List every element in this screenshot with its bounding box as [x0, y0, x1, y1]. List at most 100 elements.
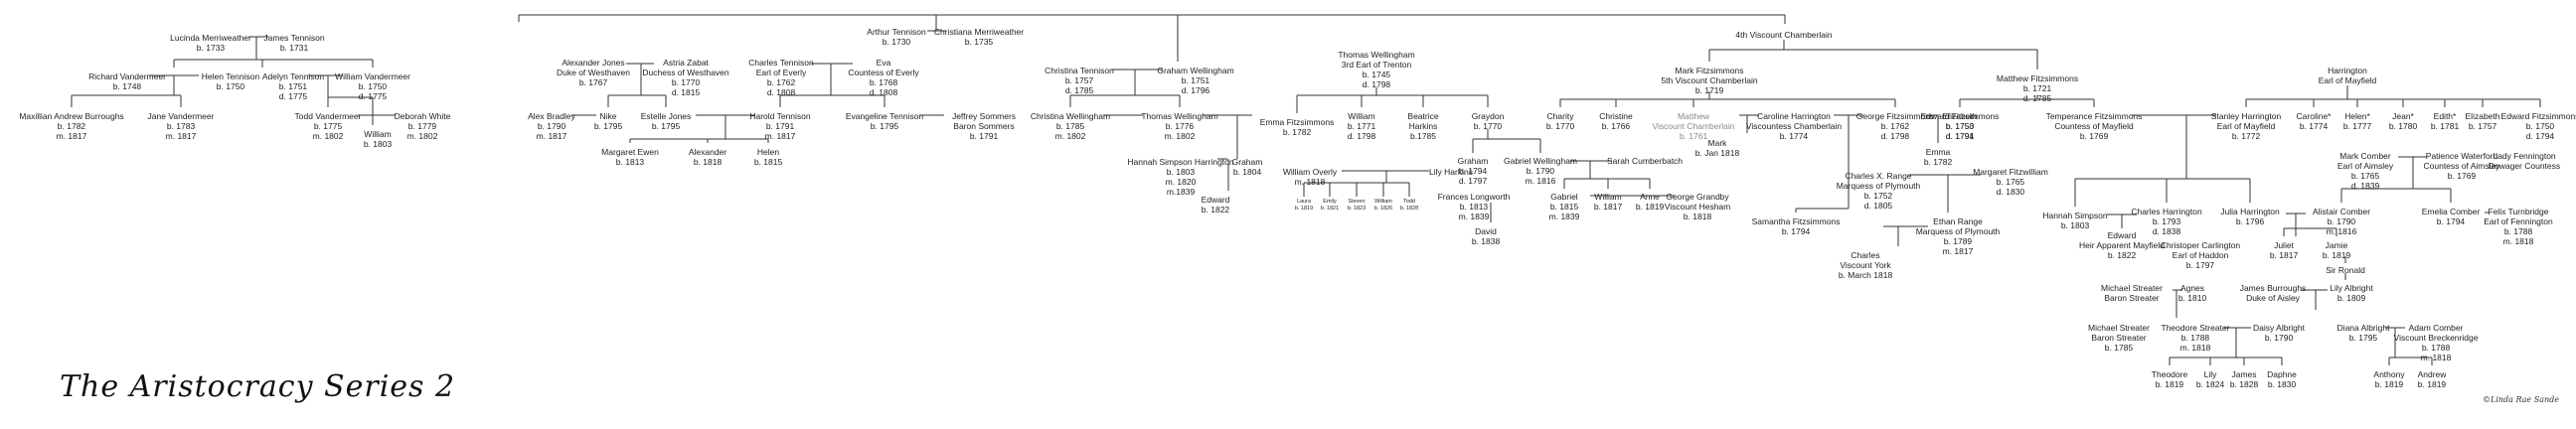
person-detail: b. 1804: [1232, 167, 1262, 177]
person-detail: m. 1802: [312, 131, 344, 141]
person-detail: b. 1791: [969, 131, 999, 141]
person-name: Felix Turnbridge: [2488, 207, 2549, 216]
person-name: Charles: [1851, 250, 1880, 260]
person-name: Harrington: [2328, 66, 2367, 75]
person-detail: b. 1828: [1399, 205, 1419, 212]
person-detail: b. 1774: [1779, 131, 1809, 141]
person-detail: b. 1817: [2269, 250, 2299, 260]
person-name: Todd Vandermeer: [294, 111, 362, 121]
person-detail: b. March 1818: [1838, 270, 1893, 280]
person-detail: b. 1762: [1880, 121, 1910, 131]
person-name: William Vandermeer: [335, 72, 410, 81]
person-detail: b. 1779: [407, 121, 437, 131]
person-name: Thomas Wellingham: [1141, 111, 1218, 121]
person-detail: m. 1817: [1942, 246, 1974, 256]
person-name: Mark: [1707, 138, 1727, 148]
person-detail: b. 1824: [2195, 379, 2225, 389]
person-name: Adelyn Tennison: [261, 72, 325, 81]
person-name: William: [1348, 111, 1375, 121]
person-detail: b.1785: [1410, 131, 1436, 141]
person-helen-star: Helen*b. 1777: [2343, 111, 2371, 131]
person-name: Adam Comber: [2408, 323, 2464, 333]
person-name: Edward Fitzsimmons: [1920, 111, 2000, 121]
person-detail: b. 1785: [1055, 121, 1085, 131]
person-name: Elizabeth: [1942, 111, 1978, 121]
person-name: Temperance Fitzsimmons: [2045, 111, 2143, 121]
person-name: Astria Zabat: [663, 58, 709, 68]
person-name: Charity: [1546, 111, 1574, 121]
person-detail: Duke of Westhaven: [556, 68, 631, 77]
person-detail: b. 1794: [2436, 216, 2466, 226]
person-detail: Viscount York: [1840, 260, 1891, 270]
person-detail: b. 1776: [1165, 121, 1195, 131]
person-sir-ronald: Sir Ronald: [2326, 265, 2365, 275]
person-detail: d. 1797: [1458, 176, 1488, 186]
person-detail: d. 1796: [1181, 85, 1210, 95]
person-detail: m. 1839: [1548, 212, 1580, 221]
person-detail: d. 1798: [1347, 131, 1376, 141]
person-name: David: [1475, 226, 1497, 236]
person-detail: Duke of Aisley: [2246, 293, 2300, 303]
person-detail: Earl of Aimsley: [2336, 161, 2394, 171]
person-detail: b. 1762: [766, 77, 796, 87]
person-name: Julia Harrington: [2220, 207, 2280, 216]
person-name: Christina Wellingham: [1030, 111, 1111, 121]
person-detail: b. 1768: [869, 77, 898, 87]
person-name: Alexander: [688, 147, 727, 157]
person-name: Alex Bradley: [528, 111, 575, 121]
person-name: Andrew: [2417, 369, 2447, 379]
person-name: Gabriel Wellingham: [1503, 156, 1578, 166]
person-detail: Earl of Haddon: [2172, 250, 2229, 260]
person-name: Emma Fitzsimmons: [1259, 117, 1335, 127]
person-detail: d. 1791: [1945, 131, 1975, 141]
series-title: The Aristocracy Series 2: [60, 369, 456, 404]
person-detail: b. 1795: [593, 121, 623, 131]
person-detail: b. 1771: [1347, 121, 1376, 131]
person-name: Jamie: [2325, 240, 2348, 250]
person-name: William: [1594, 192, 1622, 202]
person-name: Hannah Simpson Harrington: [1127, 157, 1234, 167]
person-name: Charles Tennison: [748, 58, 814, 68]
person-name: William Overly: [1282, 167, 1338, 177]
person-detail: Earl of Fennington: [2484, 216, 2553, 226]
person-name: Emelia Comber: [2421, 207, 2481, 216]
person-detail: m. 1818: [2502, 236, 2534, 246]
person-detail: b. 1790: [537, 121, 566, 131]
person-detail: b. 1791: [765, 121, 795, 131]
person-name: Lily Harkins: [1429, 167, 1473, 177]
person-name: Graham Wellingham: [1157, 66, 1234, 75]
person-detail: d. 1775: [358, 91, 388, 101]
person-detail: b. 1789: [1943, 236, 1973, 246]
person-detail: b. 1753: [1945, 121, 1975, 131]
person-detail: b. 1838: [1471, 236, 1501, 246]
person-detail: b. 1757: [2468, 121, 2497, 131]
person-detail: Marquess of Plymouth: [1915, 226, 2001, 236]
person-name: Richard Vandermeer: [88, 72, 166, 81]
person-detail: b. 1735: [964, 37, 994, 47]
